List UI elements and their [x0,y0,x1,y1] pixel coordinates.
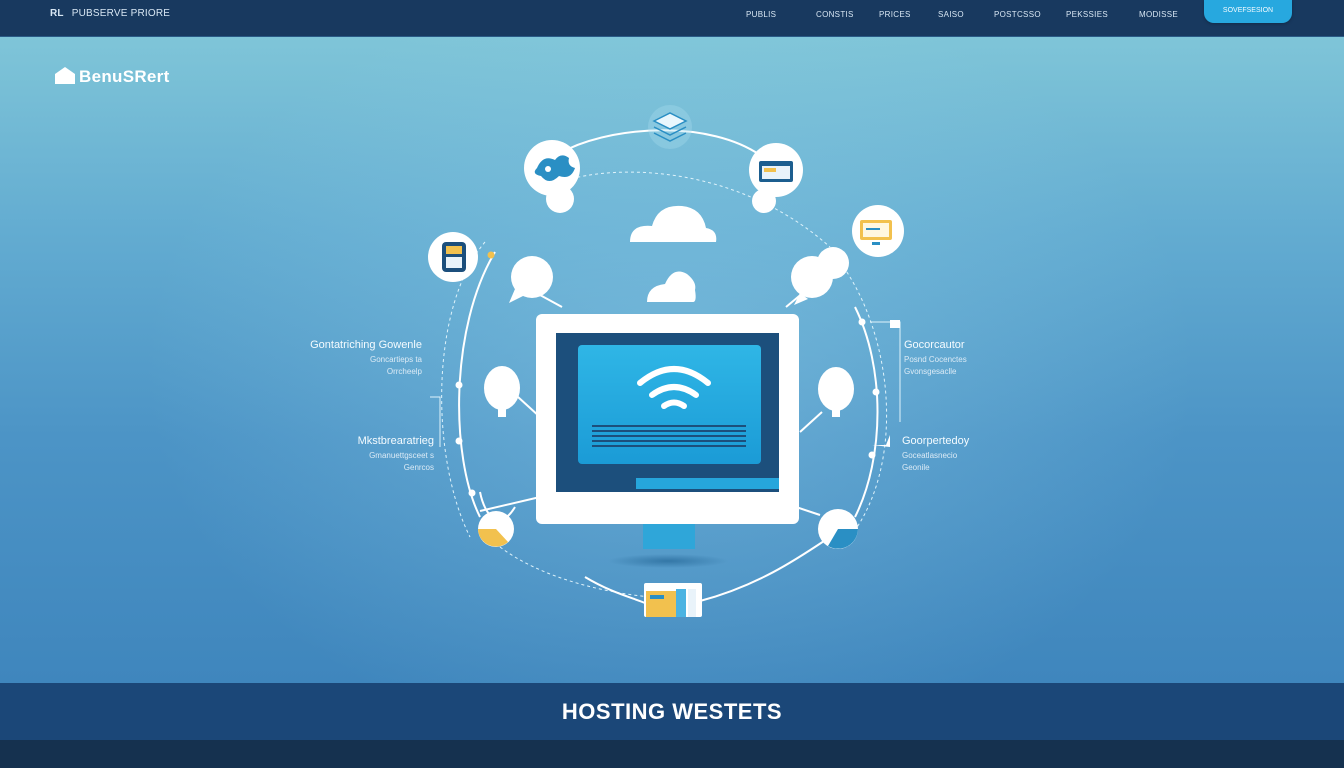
feature-title: Goorpertedoy [902,435,970,447]
feature-title: Mkstbrearatrieg [357,435,434,447]
bottom-bar [0,740,1344,768]
feature-line: Gvonsgesaclle [904,367,957,376]
monitor-node-icon [852,205,904,257]
cta-button[interactable]: SOVEFSESION [1204,0,1292,23]
folder-icon [644,583,702,617]
logo-text: PUBSERVE PRIORE [71,8,171,19]
title-band: HOSTING WESTETS [0,683,1344,740]
hero-section: BenuSRert [0,37,1344,683]
analytics-node-left-icon [478,511,514,547]
hosting-network-diagram [428,105,904,617]
house-icon [55,67,75,84]
brand-logo[interactable]: BenuSRert [53,65,170,87]
brand-name: BenuSRert [79,67,170,86]
top-logo[interactable]: RL PUBSERVE PRIORE [50,8,170,19]
feature-right-top: Gocorcautor Posnd Cocenctes Gvonsgesacll… [904,339,1064,376]
page-title: HOSTING WESTETS [561,699,783,724]
nav-link-4[interactable]: SAISO [938,10,964,19]
feature-title: Gontatriching Gowenle [310,339,422,351]
feature-line: Gmanuettgsceet s [369,451,434,460]
nav-link-2[interactable]: CONSTIS [816,10,854,19]
nav-link-3[interactable]: PRICES [879,10,911,19]
analytics-node-right-icon [818,509,858,549]
feature-line: Genrcos [403,463,434,472]
plugin-node-icon [524,140,580,213]
junction-dots [455,251,880,497]
feature-title: Gocorcautor [904,339,965,351]
nav-link-7[interactable]: MODISSE [1139,10,1178,19]
nav-link-5[interactable]: POSTCSSO [994,10,1041,19]
nav-link-6[interactable]: PEKSSIES [1066,10,1108,19]
feature-line: Posnd Cocenctes [904,355,967,364]
chat-bubble-right-icon [791,247,849,305]
browser-window-node-icon [749,143,803,213]
feature-line: Goncartieps ta [369,355,422,364]
server-stack-icon [648,105,692,149]
logo-mark: RL [50,8,64,19]
screen-text-lines [592,425,746,447]
side-tag-right [872,320,900,447]
device-node-icon [428,232,478,282]
chat-bubble-mid-left-icon [484,366,520,417]
wifi-icon [637,366,711,409]
feature-line: Goceatlasnecio [902,451,958,460]
chat-bubble-left-icon [509,256,553,303]
feature-line: Geonile [902,463,930,472]
chat-bubble-mid-right-icon [818,367,854,417]
feature-left-top: Gontatriching Gowenle Goncartieps ta Orr… [270,339,422,376]
feature-line: Orrcheelp [386,367,422,376]
cloud-icon-small [647,271,696,302]
feature-right-bottom: Goorpertedoy Goceatlasnecio Geonile [902,435,1062,472]
cloud-icon [630,205,717,242]
monitor-icon [536,314,799,568]
nav-link-1[interactable]: PUBLIS [746,10,777,19]
feature-left-bottom: Mkstbrearatrieg Gmanuettgsceet s Genrcos [280,435,434,472]
